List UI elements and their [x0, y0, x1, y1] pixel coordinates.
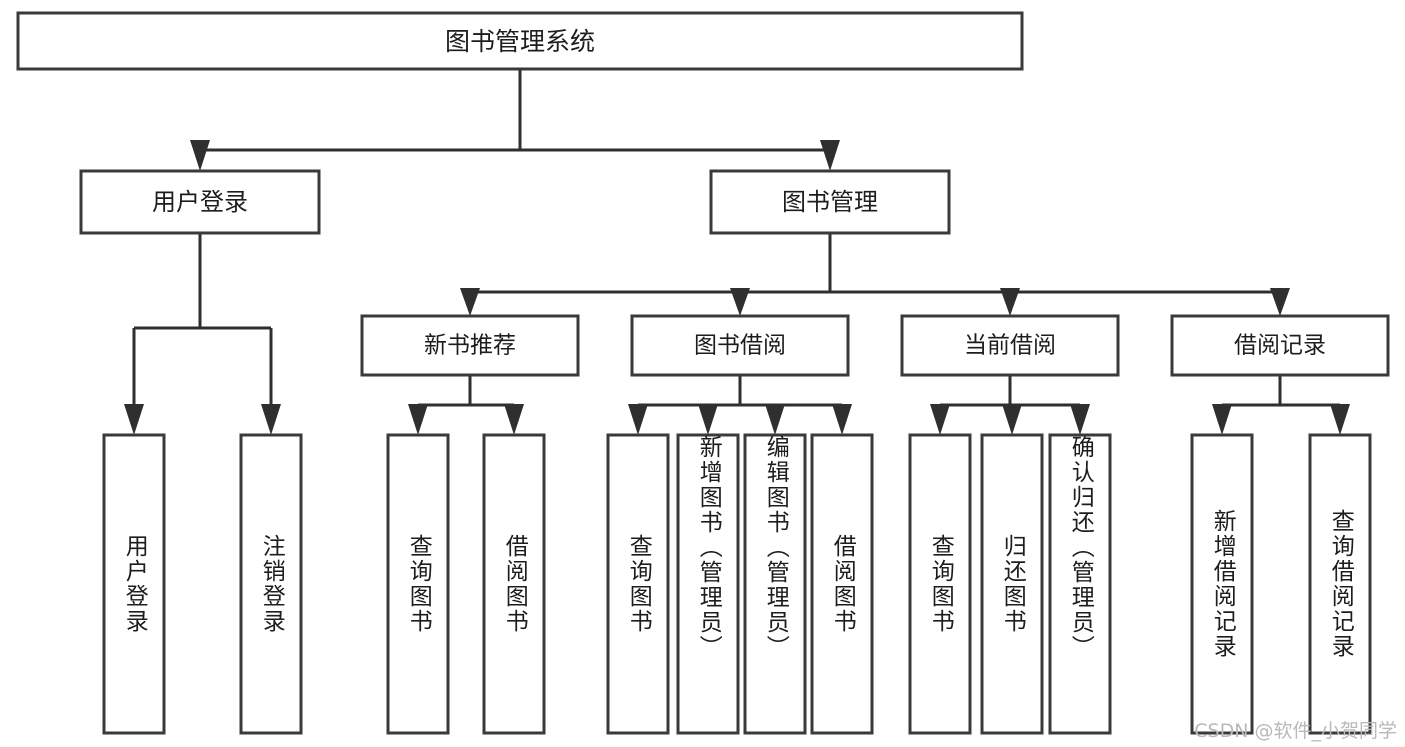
connector-root-to-level2: [190, 69, 840, 171]
csdn-watermark: CSDN @软件_小贺同学: [1194, 720, 1397, 742]
node-current-borrow[interactable]: 当前借阅: [900, 314, 1120, 377]
leaf-query-record-box[interactable]: [1308, 433, 1372, 735]
leaf-borrow-book-rec-box[interactable]: [482, 433, 546, 735]
node-new-book-rec-box[interactable]: [360, 314, 580, 377]
node-new-book-rec-label: 新书推荐: [424, 333, 516, 359]
connector-bookmanage-to-level3: [460, 233, 1290, 316]
connector-borrowrecord-to-leaves: [1212, 375, 1350, 435]
leaf-add-record-box[interactable]: [1190, 433, 1254, 735]
node-new-book-rec[interactable]: 新书推荐: [360, 314, 580, 377]
node-root-label: 图书管理系统: [445, 27, 595, 56]
leaf-confirm-return-box[interactable]: [1048, 433, 1112, 735]
node-root[interactable]: 图书管理系统: [16, 11, 1024, 71]
node-user-login-box[interactable]: [79, 169, 321, 235]
connector-bookborrow-to-leaves: [628, 375, 852, 435]
leaf-logout-box[interactable]: [239, 433, 303, 735]
node-book-manage-box[interactable]: [709, 169, 951, 235]
connector-userlogin-to-leaves: [124, 233, 281, 435]
node-book-borrow-label: 图书借阅: [694, 333, 786, 359]
node-user-login[interactable]: 用户登录: [79, 169, 321, 235]
node-user-login-label: 用户登录: [152, 188, 248, 216]
node-borrow-record[interactable]: 借阅记录: [1170, 314, 1390, 377]
node-borrow-record-box[interactable]: [1170, 314, 1390, 377]
connector-newbookrec-to-leaves: [408, 375, 524, 435]
node-book-borrow-box[interactable]: [630, 314, 850, 377]
leaf-query-book-rec-box[interactable]: [386, 433, 450, 735]
node-root-box[interactable]: [16, 11, 1024, 71]
leaf-edit-book-box[interactable]: [743, 433, 807, 735]
node-current-borrow-label: 当前借阅: [964, 333, 1056, 359]
node-book-manage[interactable]: 图书管理: [709, 169, 951, 235]
node-book-manage-label: 图书管理: [782, 188, 878, 216]
connectors-layer: [124, 69, 1350, 435]
leaf-boxes-layer: [102, 433, 1372, 735]
leaf-add-book-box[interactable]: [676, 433, 740, 735]
leaf-user-login-box[interactable]: [102, 433, 166, 735]
node-current-borrow-box[interactable]: [900, 314, 1120, 377]
node-borrow-record-label: 借阅记录: [1234, 333, 1326, 359]
leaf-query-book-borrow-box[interactable]: [606, 433, 670, 735]
node-book-borrow[interactable]: 图书借阅: [630, 314, 850, 377]
leaf-borrow-book-box[interactable]: [810, 433, 874, 735]
connector-currentborrow-to-leaves: [930, 375, 1090, 435]
leaf-query-book-cur-box[interactable]: [908, 433, 972, 735]
leaf-return-book-box[interactable]: [980, 433, 1044, 735]
